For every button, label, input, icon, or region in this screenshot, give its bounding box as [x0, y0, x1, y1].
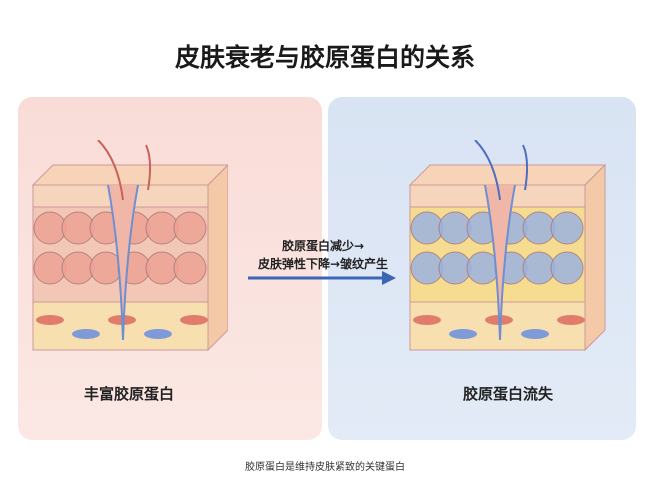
left-caption: 丰富胶原蛋白 — [84, 385, 175, 403]
arrow-label-line2: 皮肤弹性下降→皱纹产生 — [257, 257, 389, 271]
collagen-cell — [522, 211, 556, 245]
collagen-cell — [33, 251, 67, 285]
collagen-cell — [33, 211, 67, 245]
subcutaneous-layer — [32, 301, 209, 351]
skin-illustration-healthy — [31, 140, 228, 352]
collagen-cell — [61, 211, 95, 245]
subcutaneous-layer — [409, 301, 586, 351]
collagen-cell — [550, 211, 584, 245]
arrow-icon — [248, 271, 396, 285]
collagen-cell — [438, 251, 472, 285]
right-caption: 胶原蛋白流失 — [463, 385, 554, 403]
collagen-cell — [410, 211, 444, 245]
collagen-cell — [173, 251, 207, 285]
hair-follicle — [107, 184, 139, 341]
skin-illustration-aged — [408, 140, 607, 352]
collagen-cell — [550, 251, 584, 285]
collagen-cell — [410, 251, 444, 285]
collagen-cell — [173, 211, 207, 245]
skin-side — [584, 163, 606, 352]
skin-top-surface — [408, 164, 607, 186]
collagen-cell — [438, 211, 472, 245]
hair-follicle — [484, 184, 516, 341]
collagen-cell — [145, 251, 179, 285]
footer-note: 胶原蛋白是维持皮肤紧致的关键蛋白 — [245, 462, 405, 473]
vessel — [413, 315, 441, 325]
hair — [97, 140, 152, 201]
collagen-cell — [145, 211, 179, 245]
skin-top-surface — [31, 164, 228, 186]
page-title: 皮肤衰老与胶原蛋白的关系 — [174, 43, 475, 72]
vessel — [72, 329, 100, 339]
arrow-label: 胶原蛋白减少→ 皮肤弹性下降→皱纹产生 — [238, 237, 408, 273]
vessel — [180, 315, 208, 325]
vessel — [449, 329, 477, 339]
vessel — [557, 315, 585, 325]
collagen-cell — [522, 251, 556, 285]
collagen-cell — [61, 251, 95, 285]
vessel — [521, 329, 549, 339]
arrow-label-line1: 胶原蛋白减少→ — [281, 239, 365, 253]
hair — [474, 140, 529, 201]
skin-side — [207, 164, 228, 352]
vessel — [144, 329, 172, 339]
vessel — [36, 315, 64, 325]
